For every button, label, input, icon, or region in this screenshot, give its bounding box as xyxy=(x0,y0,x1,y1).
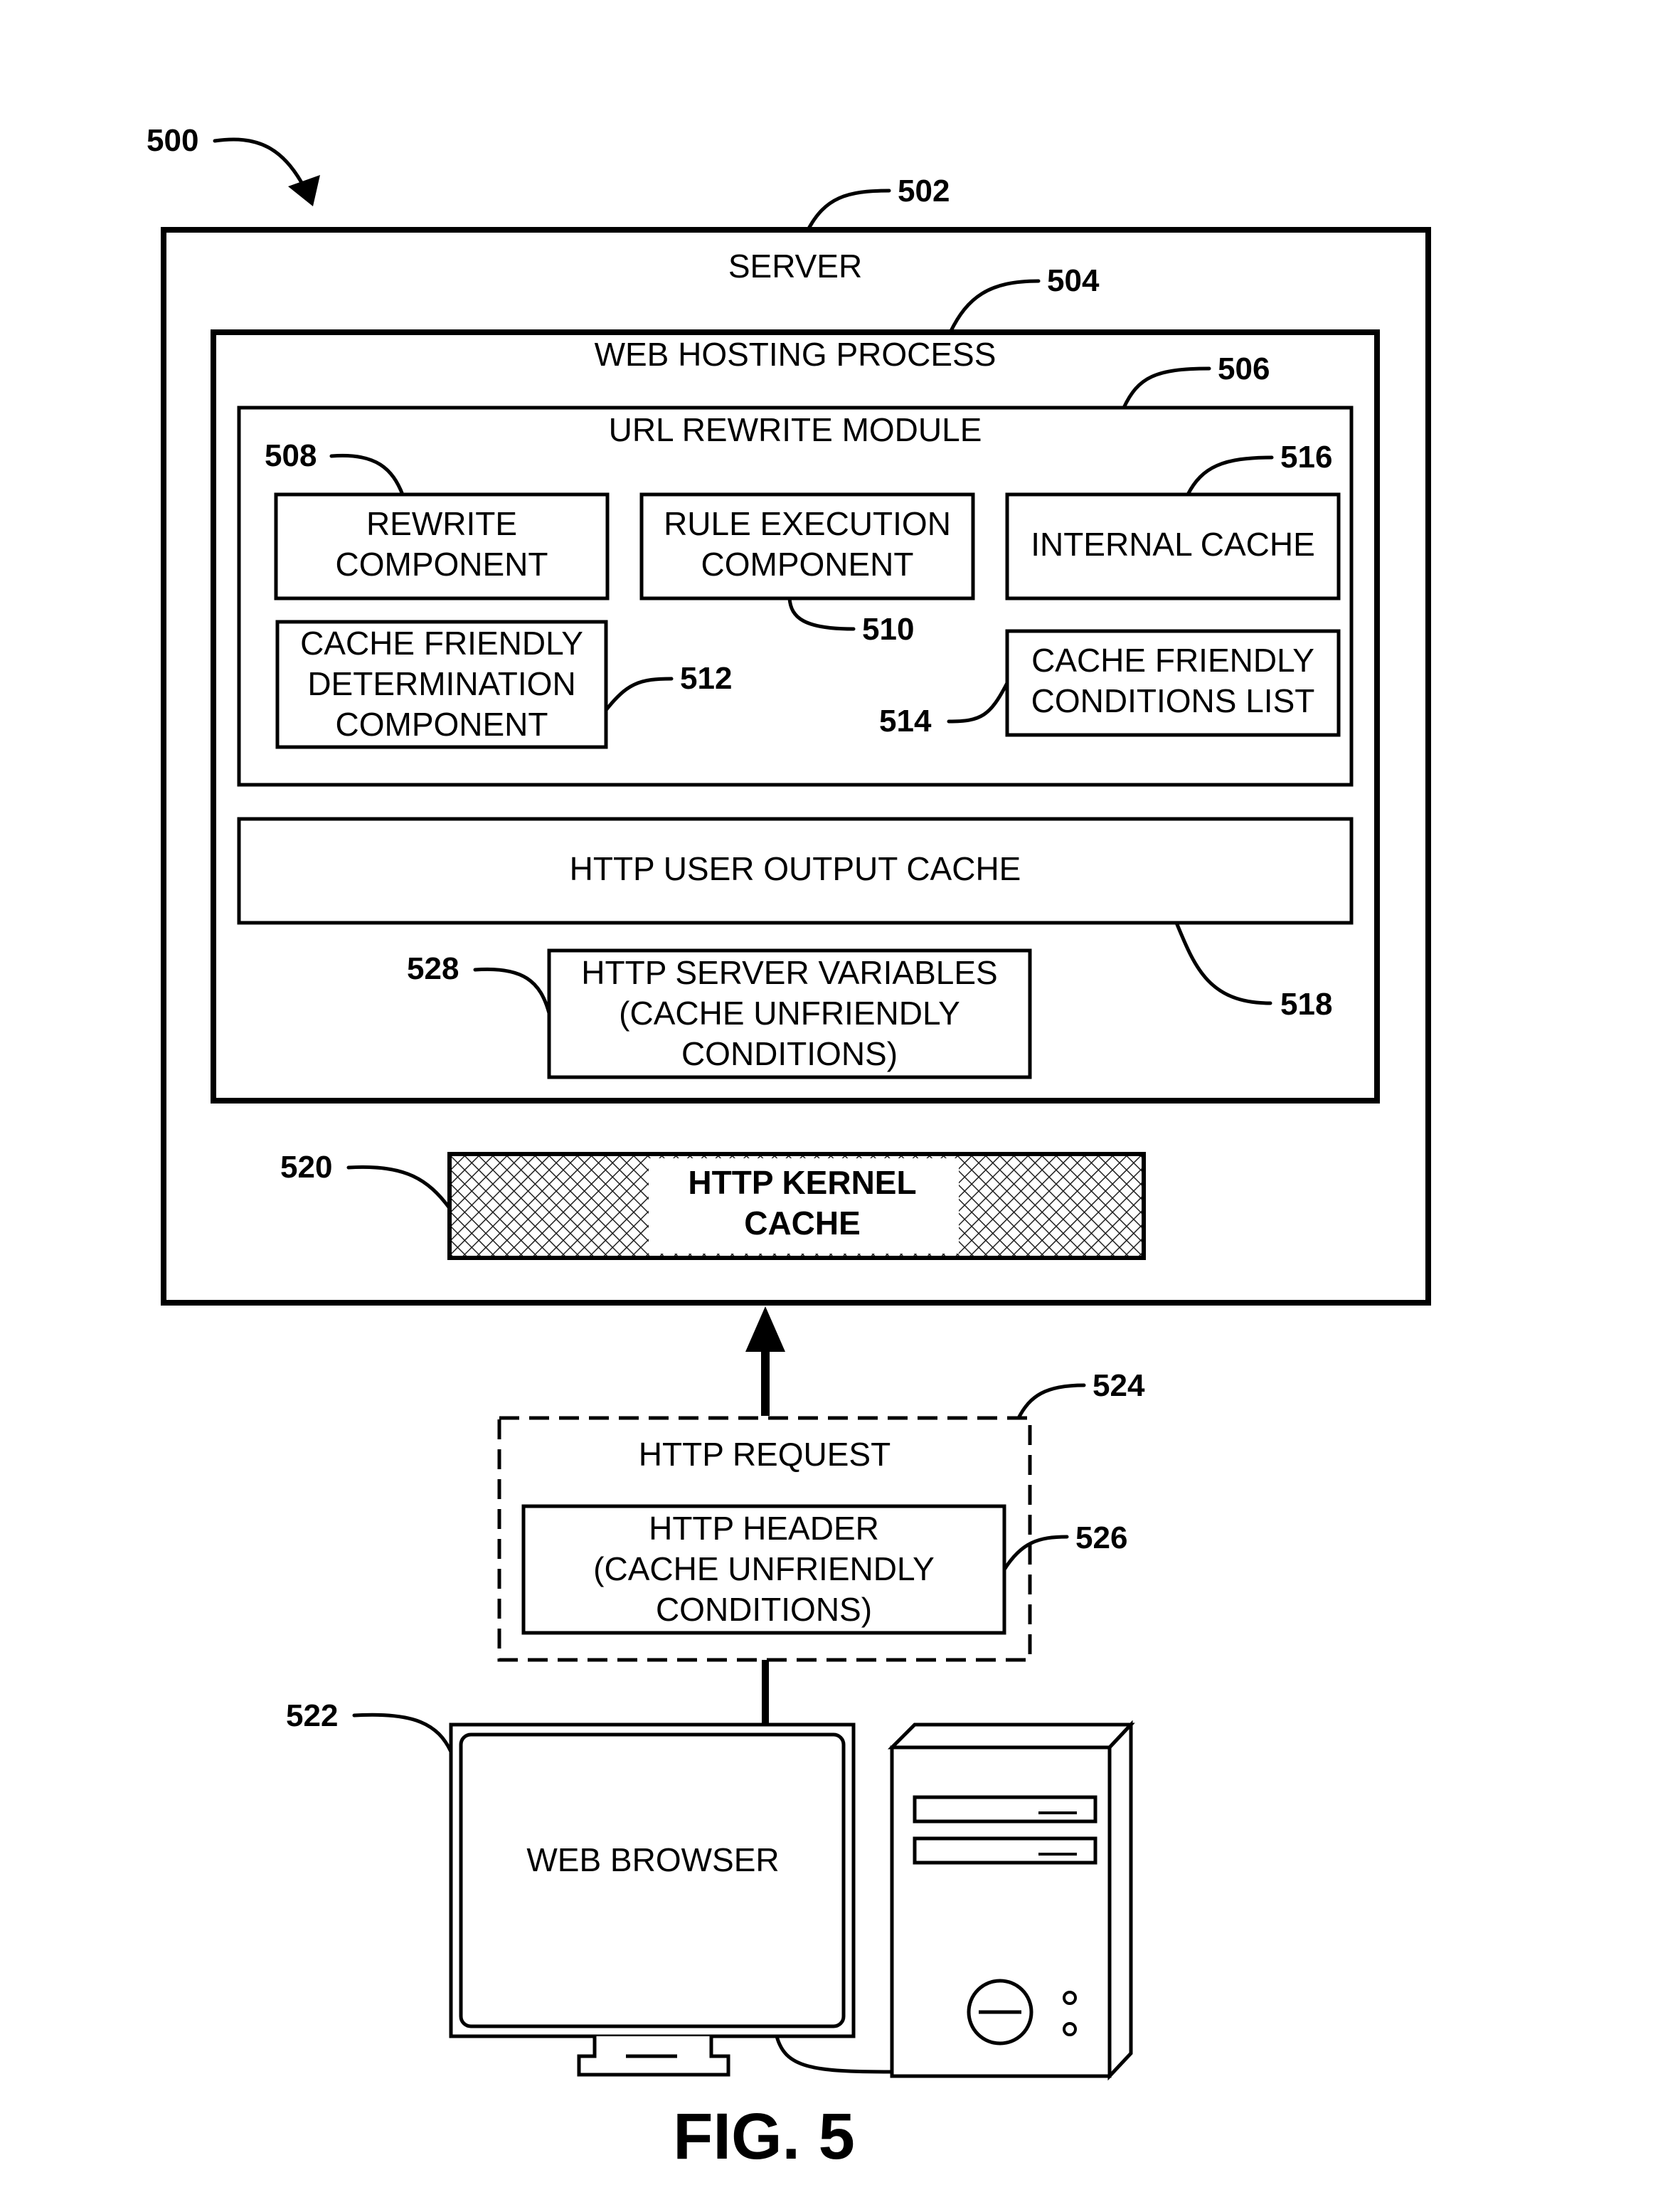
tower-indicator-1 xyxy=(1064,1992,1075,2004)
request-arrowhead xyxy=(745,1306,785,1352)
ref-524: 524 xyxy=(1093,1368,1145,1403)
server-variables-line-2: (CACHE UNFRIENDLY xyxy=(619,995,960,1032)
http-header-line-1: HTTP HEADER xyxy=(649,1510,879,1547)
leader-524 xyxy=(1019,1385,1084,1418)
web-browser-label: WEB BROWSER xyxy=(526,1841,779,1878)
tower-side xyxy=(1110,1725,1131,2076)
http-kernel-cache-line-1: HTTP KERNEL xyxy=(688,1164,916,1201)
drive-bay-2 xyxy=(915,1838,1095,1863)
rule-execution-component-line-1: RULE EXECUTION xyxy=(664,505,951,542)
monitor-screen xyxy=(461,1735,844,2026)
ref-522: 522 xyxy=(286,1698,338,1733)
server-variables-line-3: CONDITIONS) xyxy=(681,1035,898,1072)
arrowhead-500 xyxy=(288,175,320,206)
drive-bay-1 xyxy=(915,1797,1095,1821)
ref-520: 520 xyxy=(280,1150,332,1185)
url-rewrite-module-label: URL REWRITE MODULE xyxy=(609,411,982,448)
figure-caption: FIG. 5 xyxy=(673,2100,855,2173)
ref-526: 526 xyxy=(1075,1520,1127,1555)
tower-indicator-2 xyxy=(1064,2023,1075,2035)
conditions-list-line-2: CONDITIONS LIST xyxy=(1031,682,1315,719)
tower-top xyxy=(892,1725,1131,1747)
http-header-line-2: (CACHE UNFRIENDLY xyxy=(593,1550,935,1587)
rewrite-component-line-2: COMPONENT xyxy=(336,546,548,583)
rule-execution-component-line-2: COMPONENT xyxy=(701,546,914,583)
ref-512: 512 xyxy=(680,661,732,696)
determination-line-2: DETERMINATION xyxy=(307,665,575,702)
ref-506: 506 xyxy=(1218,351,1270,386)
http-kernel-cache-line-2: CACHE xyxy=(744,1205,861,1242)
http-header-line-3: CONDITIONS) xyxy=(656,1591,872,1628)
leader-522 xyxy=(354,1715,451,1752)
http-user-output-cache-label: HTTP USER OUTPUT CACHE xyxy=(570,850,1021,887)
ref-528: 528 xyxy=(407,951,459,986)
conditions-list-line-1: CACHE FRIENDLY xyxy=(1031,642,1314,679)
internal-cache-label: INTERNAL CACHE xyxy=(1031,526,1315,563)
ref-502: 502 xyxy=(898,174,950,208)
web-hosting-process-label: WEB HOSTING PROCESS xyxy=(595,336,996,373)
computer-cable xyxy=(777,2036,892,2072)
leader-502 xyxy=(808,191,889,230)
ref-518: 518 xyxy=(1280,987,1332,1022)
ref-508: 508 xyxy=(265,438,317,473)
ref-514: 514 xyxy=(879,704,932,739)
ref-510: 510 xyxy=(862,612,914,647)
http-request-label: HTTP REQUEST xyxy=(639,1436,891,1473)
rewrite-component-line-1: REWRITE xyxy=(366,505,517,542)
server-label: SERVER xyxy=(728,248,862,285)
determination-line-1: CACHE FRIENDLY xyxy=(300,625,583,662)
server-variables-line-1: HTTP SERVER VARIABLES xyxy=(581,954,997,991)
determination-line-3: COMPONENT xyxy=(336,706,548,743)
ref-504: 504 xyxy=(1047,263,1100,298)
ref-516: 516 xyxy=(1280,440,1332,475)
ref-500: 500 xyxy=(147,123,198,158)
